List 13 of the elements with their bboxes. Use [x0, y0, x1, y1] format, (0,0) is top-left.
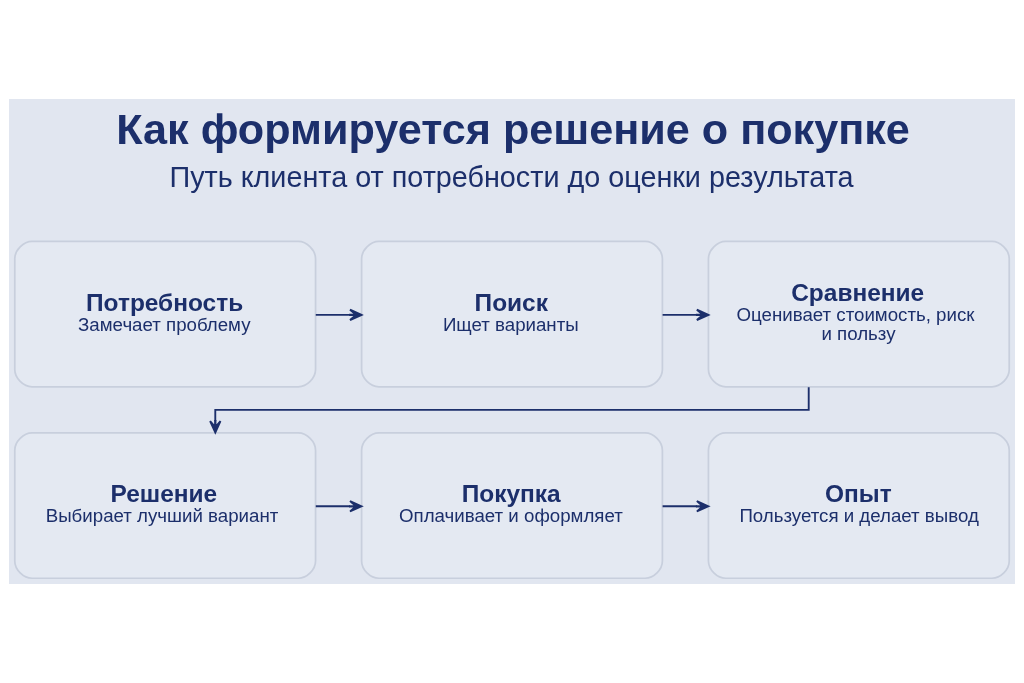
node-box: Опыт Пользуется и делает вывод [707, 432, 1011, 580]
label: Путь клиента от потребности до оценки результата [169, 160, 854, 193]
node-box: Сравнение Оценивает стоимость, риск и пользу [707, 240, 1011, 388]
arrow [209, 386, 810, 434]
node-box: Поиск Ищет варианты [360, 240, 664, 388]
arrow [314, 500, 363, 513]
node-box: Решение Выбирает лучший вариант [13, 432, 317, 580]
node-box: Потребность Замечает проблему [13, 240, 317, 388]
diagram-title: Как формируется решение о покупке [116, 104, 910, 153]
arrow [314, 308, 363, 321]
node-box: Покупка Оплачивает и оформляет [360, 432, 664, 580]
arrow [661, 308, 710, 321]
arrow [661, 500, 710, 513]
